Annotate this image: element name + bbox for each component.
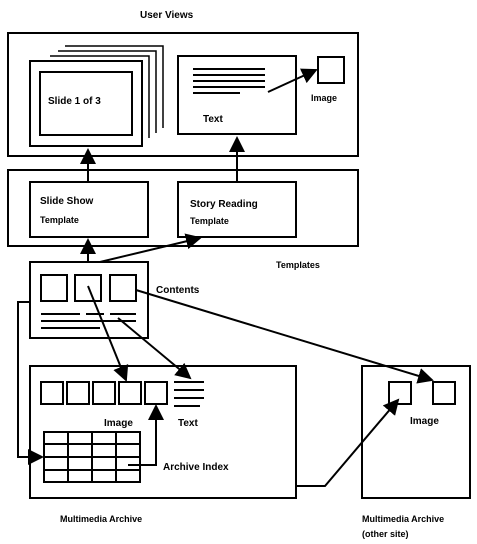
- archive-text-label: Text: [178, 418, 198, 429]
- other-archive-item-1: [388, 381, 412, 405]
- archive-index-label: Archive Index: [163, 462, 229, 473]
- multimedia-archive-label: Multimedia Archive: [60, 514, 142, 524]
- text-view-label: Text: [203, 114, 223, 125]
- archive-index-grid: [43, 431, 141, 483]
- archive-image-label: Image: [104, 418, 133, 429]
- contents-to-other-site-arrow: [135, 289, 434, 384]
- other-archive-item-2: [432, 381, 456, 405]
- image-view-box: [317, 56, 345, 84]
- contents-to-archive-image-arrow: [87, 285, 129, 382]
- contents-item-3: [109, 274, 137, 302]
- contents-to-story-template-arrow: [99, 233, 202, 263]
- archive-text-item: [144, 381, 168, 405]
- contents-item-1: [40, 274, 68, 302]
- contents-to-archive-text-arrow: [117, 317, 192, 380]
- archive-to-other-site-link: [296, 398, 400, 487]
- archive-text-lines: [174, 381, 204, 407]
- slide-show-template-sub: Template: [40, 215, 79, 225]
- text-view-box: [177, 55, 297, 135]
- contents-label: Contents: [156, 285, 200, 296]
- slide-counter-label: Slide 1 of 3: [48, 96, 101, 107]
- slide-show-template-title: Slide Show: [40, 196, 94, 207]
- templates-label: Templates: [276, 260, 320, 270]
- other-archive-image-label: Image: [410, 416, 439, 427]
- archive-item-3: [92, 381, 116, 405]
- contents-to-archive-index-link: [17, 301, 44, 465]
- archive-item-2: [66, 381, 90, 405]
- slide-view-inner: [39, 71, 133, 136]
- archive-item-1: [40, 381, 64, 405]
- slide-stack: [50, 45, 164, 138]
- other-site-label: (other site): [362, 529, 409, 539]
- other-archive-label: Multimedia Archive: [362, 514, 444, 524]
- image-view-label: Image: [311, 93, 337, 103]
- contents-item-2: [74, 274, 102, 302]
- text-view-lines: [193, 68, 265, 94]
- text-to-image-arrow: [267, 68, 318, 93]
- index-to-archive-item-arrow: [128, 404, 164, 466]
- archive-image-item: [118, 381, 142, 405]
- story-template-title: Story Reading: [190, 199, 258, 210]
- slide-show-template-box: [29, 181, 149, 238]
- story-template-sub: Template: [190, 216, 229, 226]
- user-views-heading: User Views: [140, 10, 194, 21]
